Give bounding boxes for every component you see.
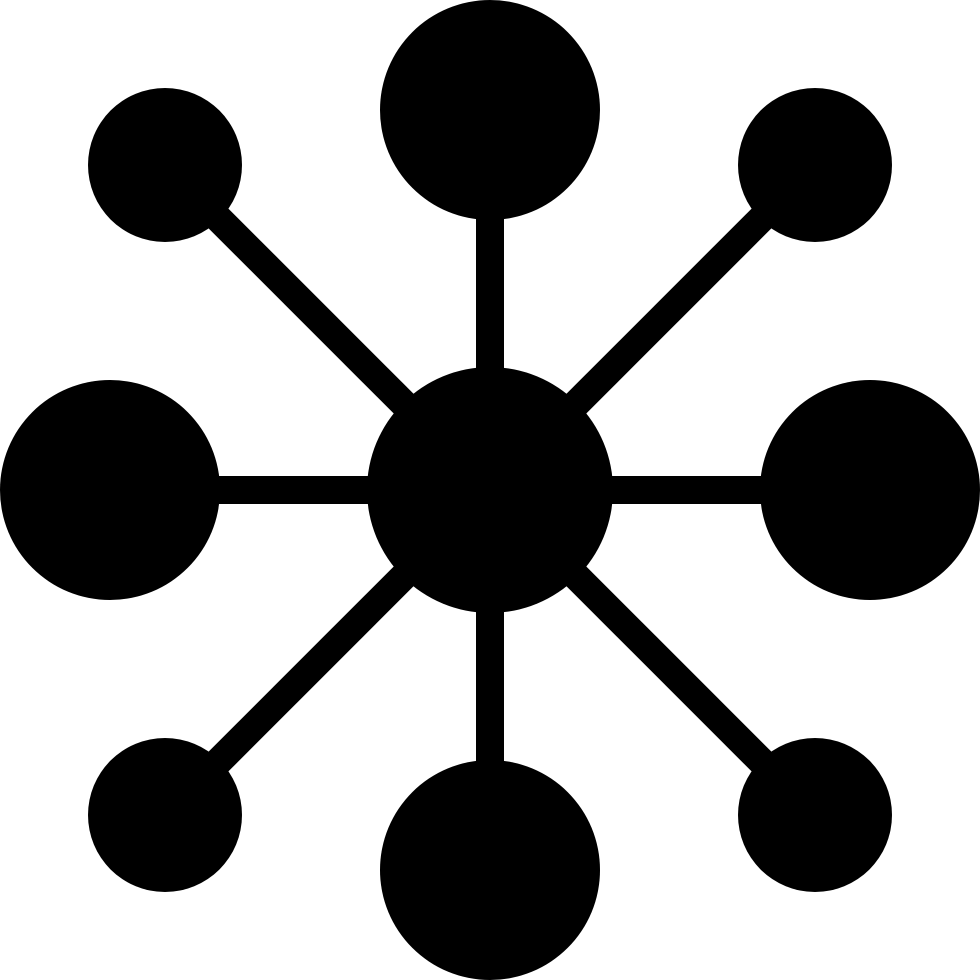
top-right-node bbox=[738, 88, 892, 242]
center-node bbox=[367, 367, 613, 613]
left-node bbox=[0, 380, 220, 600]
top-left-node bbox=[88, 88, 242, 242]
bottom-node bbox=[380, 760, 600, 980]
bottom-left-node bbox=[88, 738, 242, 892]
bottom-right-node bbox=[738, 738, 892, 892]
top-node bbox=[380, 0, 600, 220]
right-node bbox=[760, 380, 980, 600]
